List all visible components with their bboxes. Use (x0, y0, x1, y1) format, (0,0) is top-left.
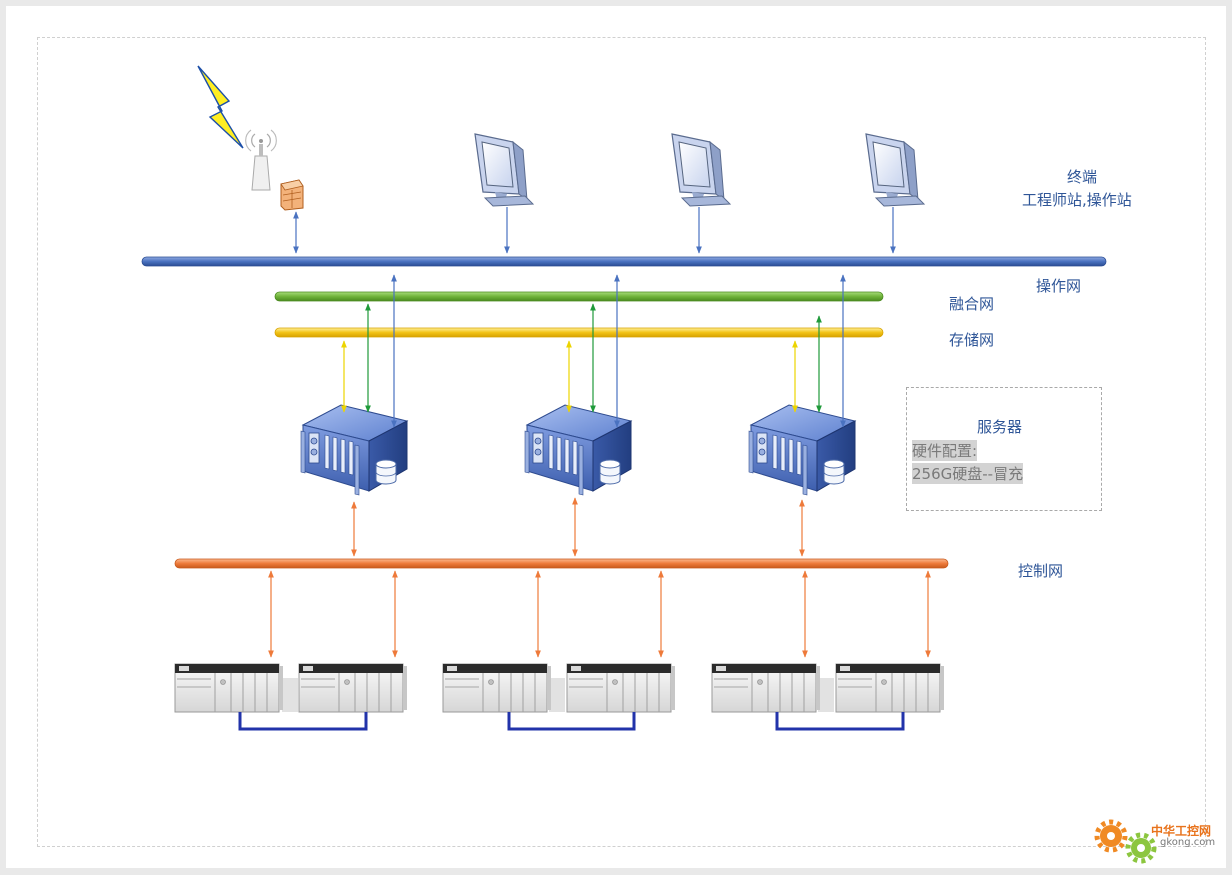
plc-rack-icon (711, 663, 821, 713)
monitor-icon (671, 133, 731, 207)
gear-icon (1094, 819, 1128, 853)
diagram-frame (37, 37, 1206, 847)
plc-pair (174, 663, 408, 731)
hardware-config-line: 硬件配置: (912, 440, 978, 461)
server-textbox[interactable]: 服务器 硬件配置: 256G硬盘--冒充 (906, 387, 1102, 511)
plc-rack-icon (298, 663, 408, 713)
monitor-icon (865, 133, 925, 207)
plc-rack-icon (835, 663, 945, 713)
control-network-label: 控制网 (1018, 562, 1064, 580)
watermark-site: gkong.com (1160, 837, 1216, 848)
plc-links (268, 570, 931, 658)
lightning-icon (197, 65, 244, 149)
server-box-title: 服务器 (977, 418, 1023, 436)
plc-rack-icon (442, 663, 552, 713)
control-bus (174, 558, 949, 569)
plc-pair (711, 663, 945, 731)
monitor-icon (474, 133, 534, 207)
terminal-links (293, 207, 896, 254)
firewall-icon (280, 179, 304, 211)
fusion-network-label: 融合网 (949, 295, 995, 313)
storage-bus (274, 327, 884, 338)
server-upper-links (341, 274, 846, 428)
hardware-disk-line: 256G硬盘--冒充 (912, 463, 1024, 484)
gear-icon (1125, 832, 1157, 864)
database-icon (375, 459, 397, 485)
server-control-links (351, 497, 805, 557)
terminal-title: 终端 (1067, 168, 1098, 186)
fusion-bus (274, 291, 884, 302)
operation-bus (141, 256, 1107, 267)
operation-network-label: 操作网 (1036, 277, 1082, 295)
storage-network-label: 存储网 (949, 331, 995, 349)
wireless-antenna-icon (245, 129, 277, 191)
plc-rack-icon (566, 663, 676, 713)
watermark-brand: 中华工控网 (1151, 824, 1212, 838)
plc-rack-icon (174, 663, 284, 713)
database-icon (599, 459, 621, 485)
database-icon (823, 459, 845, 485)
terminal-subtitle: 工程师站,操作站 (1022, 191, 1132, 209)
plc-pair (442, 663, 676, 731)
